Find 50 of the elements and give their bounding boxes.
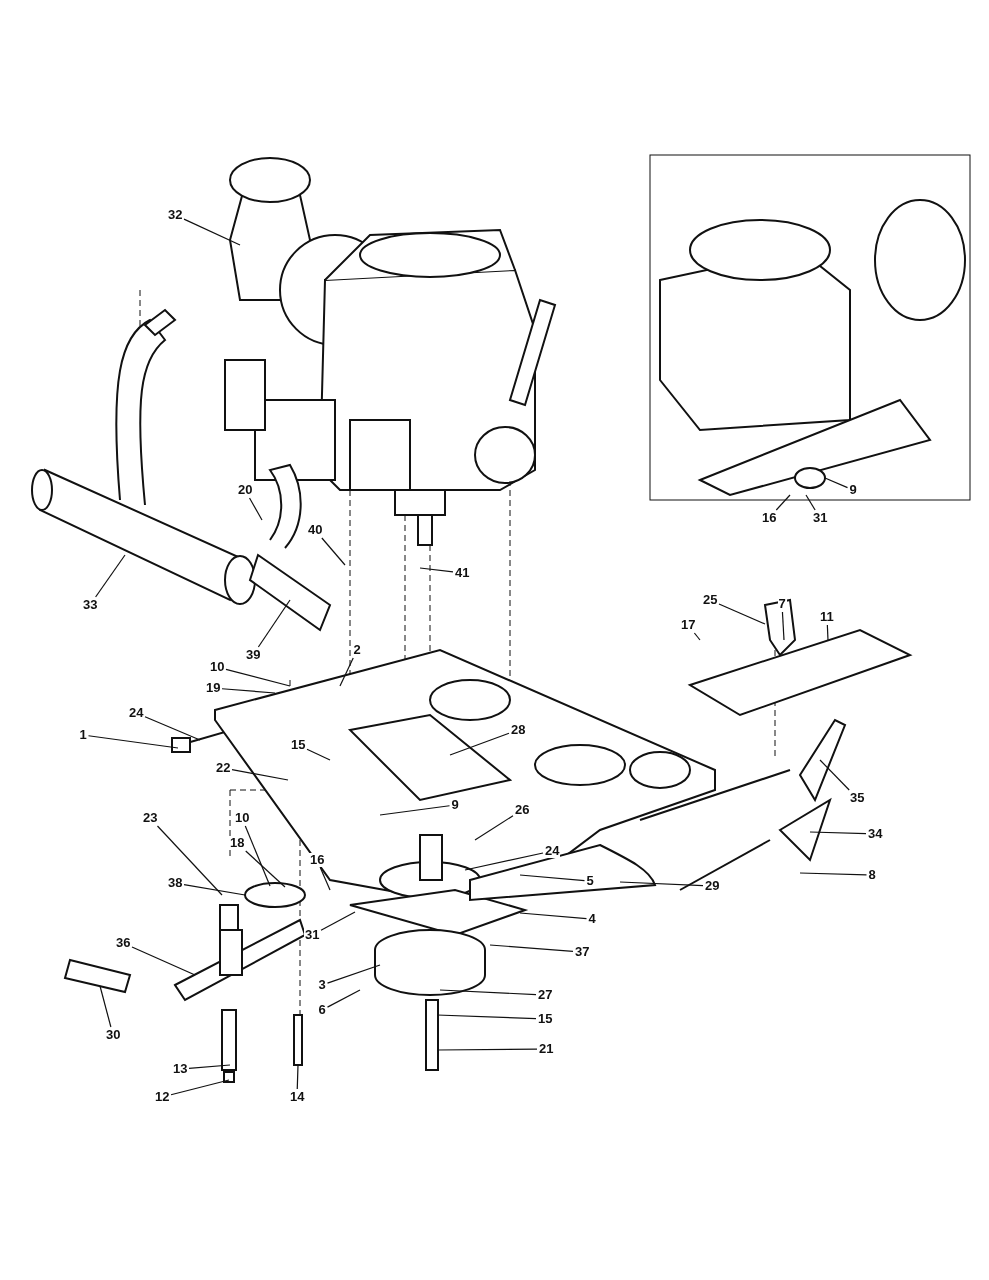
leader-line	[326, 989, 361, 1008]
leader-line	[464, 852, 544, 871]
leader-line	[775, 494, 791, 511]
leader-line	[231, 769, 289, 781]
leader-line	[819, 759, 850, 791]
engine-inset-drawing	[649, 154, 971, 501]
leader-line	[326, 964, 381, 984]
leader-line	[489, 944, 574, 952]
leader-line	[183, 218, 241, 246]
leader-line	[809, 831, 867, 835]
callout-number: 14	[289, 1090, 306, 1104]
leader-line	[99, 985, 112, 1028]
leader-line	[718, 603, 766, 625]
leader-line	[257, 599, 291, 648]
leader-line	[183, 883, 246, 896]
leader-line	[319, 867, 331, 891]
leader-line	[296, 1064, 299, 1090]
leader-line	[144, 716, 201, 741]
leader-line	[95, 554, 126, 598]
leader-line	[619, 881, 704, 887]
leader-line	[87, 735, 179, 749]
callout-number: 12	[154, 1090, 171, 1104]
leader-line	[519, 874, 586, 882]
leader-line	[321, 537, 346, 566]
leader-line	[131, 946, 196, 976]
leader-line	[824, 477, 849, 489]
leader-line	[799, 872, 868, 876]
leader-line	[519, 912, 588, 920]
leader-line	[170, 1079, 230, 1096]
leader-line	[439, 989, 537, 996]
leader-line	[225, 668, 291, 687]
leader-line	[693, 632, 701, 641]
leader-line	[379, 805, 451, 816]
leader-line	[244, 825, 271, 887]
leader-line	[221, 688, 276, 694]
leader-line	[436, 1048, 538, 1051]
leader-line	[436, 1014, 537, 1020]
leader-line	[339, 657, 354, 687]
leader-line	[474, 815, 514, 841]
leader-line	[320, 911, 356, 931]
leader-line	[449, 732, 510, 756]
leader-line	[245, 850, 286, 888]
leader-line	[805, 494, 816, 511]
leader-line	[306, 748, 331, 761]
leader-line	[781, 611, 785, 641]
leader-line	[188, 1064, 231, 1069]
leader-line	[248, 497, 263, 521]
leader-line	[826, 624, 829, 641]
leader-line	[156, 825, 223, 896]
leader-line	[419, 567, 454, 573]
